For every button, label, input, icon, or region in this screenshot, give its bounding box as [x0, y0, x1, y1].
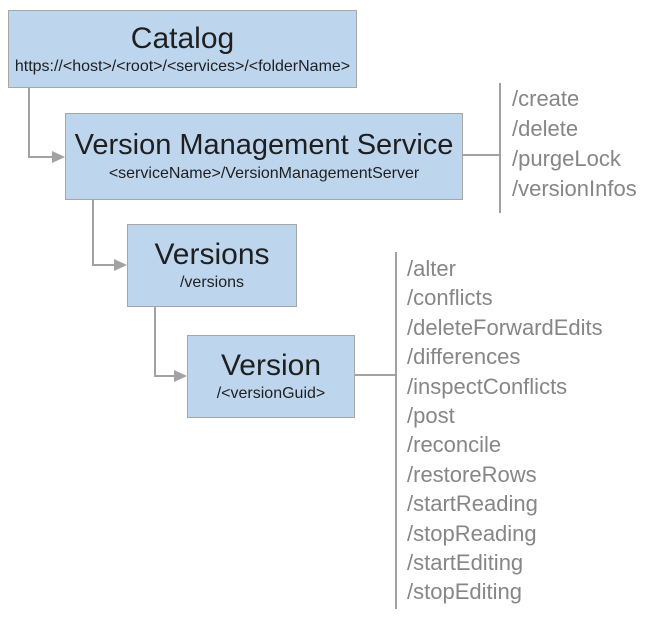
operation-item: /startEditing	[407, 550, 524, 576]
operation-item: /versionInfos	[512, 176, 637, 201]
arrowhead-icon	[114, 259, 127, 271]
operation-item: /post	[407, 403, 455, 429]
versions-title: Versions	[154, 238, 270, 272]
vms-title: Version Management Service	[74, 128, 454, 161]
connector-versions-version-horizontal	[154, 375, 178, 377]
operation-item: /purgeLock	[512, 146, 621, 171]
operation-item: /deleteForwardEdits	[407, 314, 603, 340]
vms-operations-bar	[499, 83, 501, 213]
vms-operations-list: /create /delete /purgeLock /versionInfos	[512, 84, 637, 204]
node-versions: Versions /versions	[127, 224, 297, 307]
connector-versions-version-vertical	[154, 307, 156, 377]
connector-catalog-vms-horizontal	[28, 156, 55, 158]
operation-item: /startReading	[407, 491, 538, 517]
vms-path: <serviceName>/VersionManagementServer	[108, 164, 420, 182]
operation-item: /conflicts	[407, 285, 493, 311]
catalog-url: https://<host>/<root>/<services>/<folder…	[14, 57, 351, 75]
version-operations-bar	[395, 252, 397, 609]
operation-item: /restoreRows	[407, 461, 537, 487]
version-title: Version	[220, 349, 322, 383]
operation-item: /reconcile	[407, 432, 502, 458]
operation-item: /alter	[407, 256, 456, 281]
operation-item: /stopReading	[407, 520, 537, 546]
operation-item: /differences	[407, 344, 521, 370]
operation-item: /delete	[512, 116, 579, 141]
versions-path: /versions	[179, 274, 245, 292]
connector-vms-versions-vertical	[92, 200, 94, 266]
node-catalog: Catalog https://<host>/<root>/<services>…	[8, 10, 357, 88]
operation-item: /stopEditing	[407, 579, 522, 605]
connector-vms-versions-horizontal	[92, 264, 117, 266]
connector-catalog-vms-vertical	[28, 88, 30, 158]
connector-version-operations	[354, 374, 396, 376]
catalog-title: Catalog	[130, 21, 235, 55]
arrowhead-icon	[52, 151, 65, 163]
connector-vms-operations	[462, 154, 500, 156]
version-operations-list: /alter /conflicts /deleteForwardEdits /d…	[407, 254, 603, 607]
operation-item: /inspectConflicts	[407, 373, 568, 399]
arrowhead-icon	[174, 370, 187, 382]
node-version: Version /<versionGuid>	[187, 335, 355, 418]
version-path: /<versionGuid>	[216, 385, 326, 403]
node-version-management-service: Version Management Service <serviceName>…	[65, 113, 463, 200]
operation-item: /create	[512, 86, 580, 111]
